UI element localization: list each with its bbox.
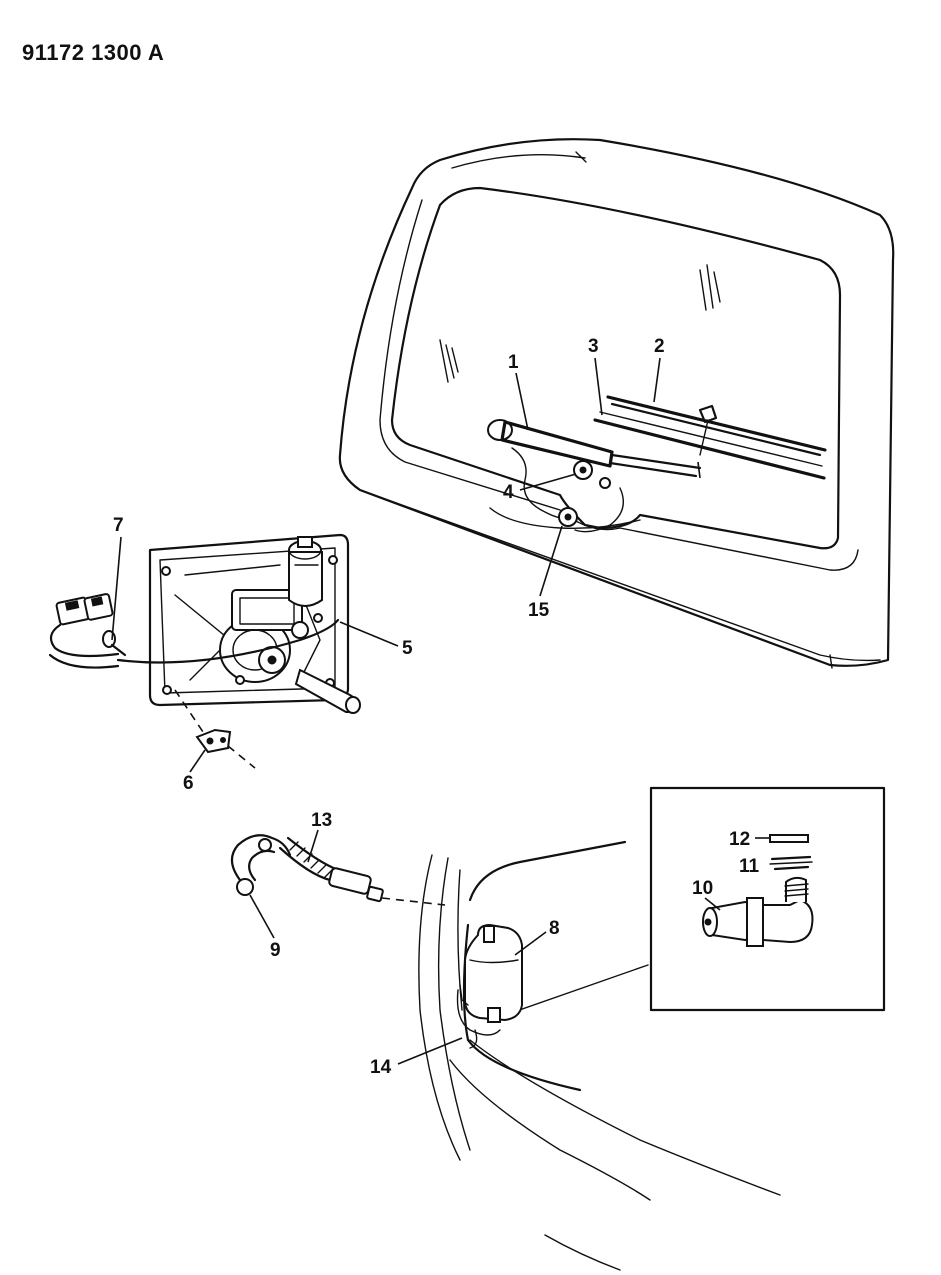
callout-4: 4 bbox=[503, 482, 514, 503]
wiring-harness bbox=[48, 593, 340, 669]
callout-3: 3 bbox=[588, 336, 599, 357]
callout-7: 7 bbox=[113, 515, 124, 536]
wiper-blade bbox=[593, 395, 827, 480]
callout-13: 13 bbox=[311, 810, 332, 831]
pivot-nut bbox=[573, 460, 611, 489]
washer-reservoir bbox=[456, 923, 523, 1049]
callout-12: 12 bbox=[729, 829, 750, 850]
wiper-motor-assembly bbox=[148, 533, 361, 714]
wiper-arm bbox=[487, 419, 702, 479]
callout-14: 14 bbox=[370, 1057, 392, 1078]
pump-inset-box bbox=[649, 786, 886, 1012]
callout-1: 1 bbox=[508, 352, 519, 373]
callout-9: 9 bbox=[270, 940, 281, 961]
callout-10: 10 bbox=[692, 878, 713, 899]
callout-6: 6 bbox=[183, 773, 194, 794]
washer-hose-assembly bbox=[230, 834, 446, 906]
washer-nozzle bbox=[558, 507, 578, 527]
callout-8: 8 bbox=[549, 918, 560, 939]
callout-15: 15 bbox=[528, 600, 550, 621]
callout-5: 5 bbox=[402, 638, 413, 659]
mounting-clip bbox=[174, 689, 256, 769]
quarter-panel bbox=[418, 840, 781, 1271]
diagram-code: 91172 1300 A bbox=[22, 40, 164, 65]
callout-11: 11 bbox=[739, 856, 760, 877]
liftgate bbox=[338, 138, 895, 669]
callout-2: 2 bbox=[654, 336, 665, 357]
callouts: 1 2 3 4 5 6 7 8 9 10 11 12 13 bbox=[111, 336, 770, 1078]
